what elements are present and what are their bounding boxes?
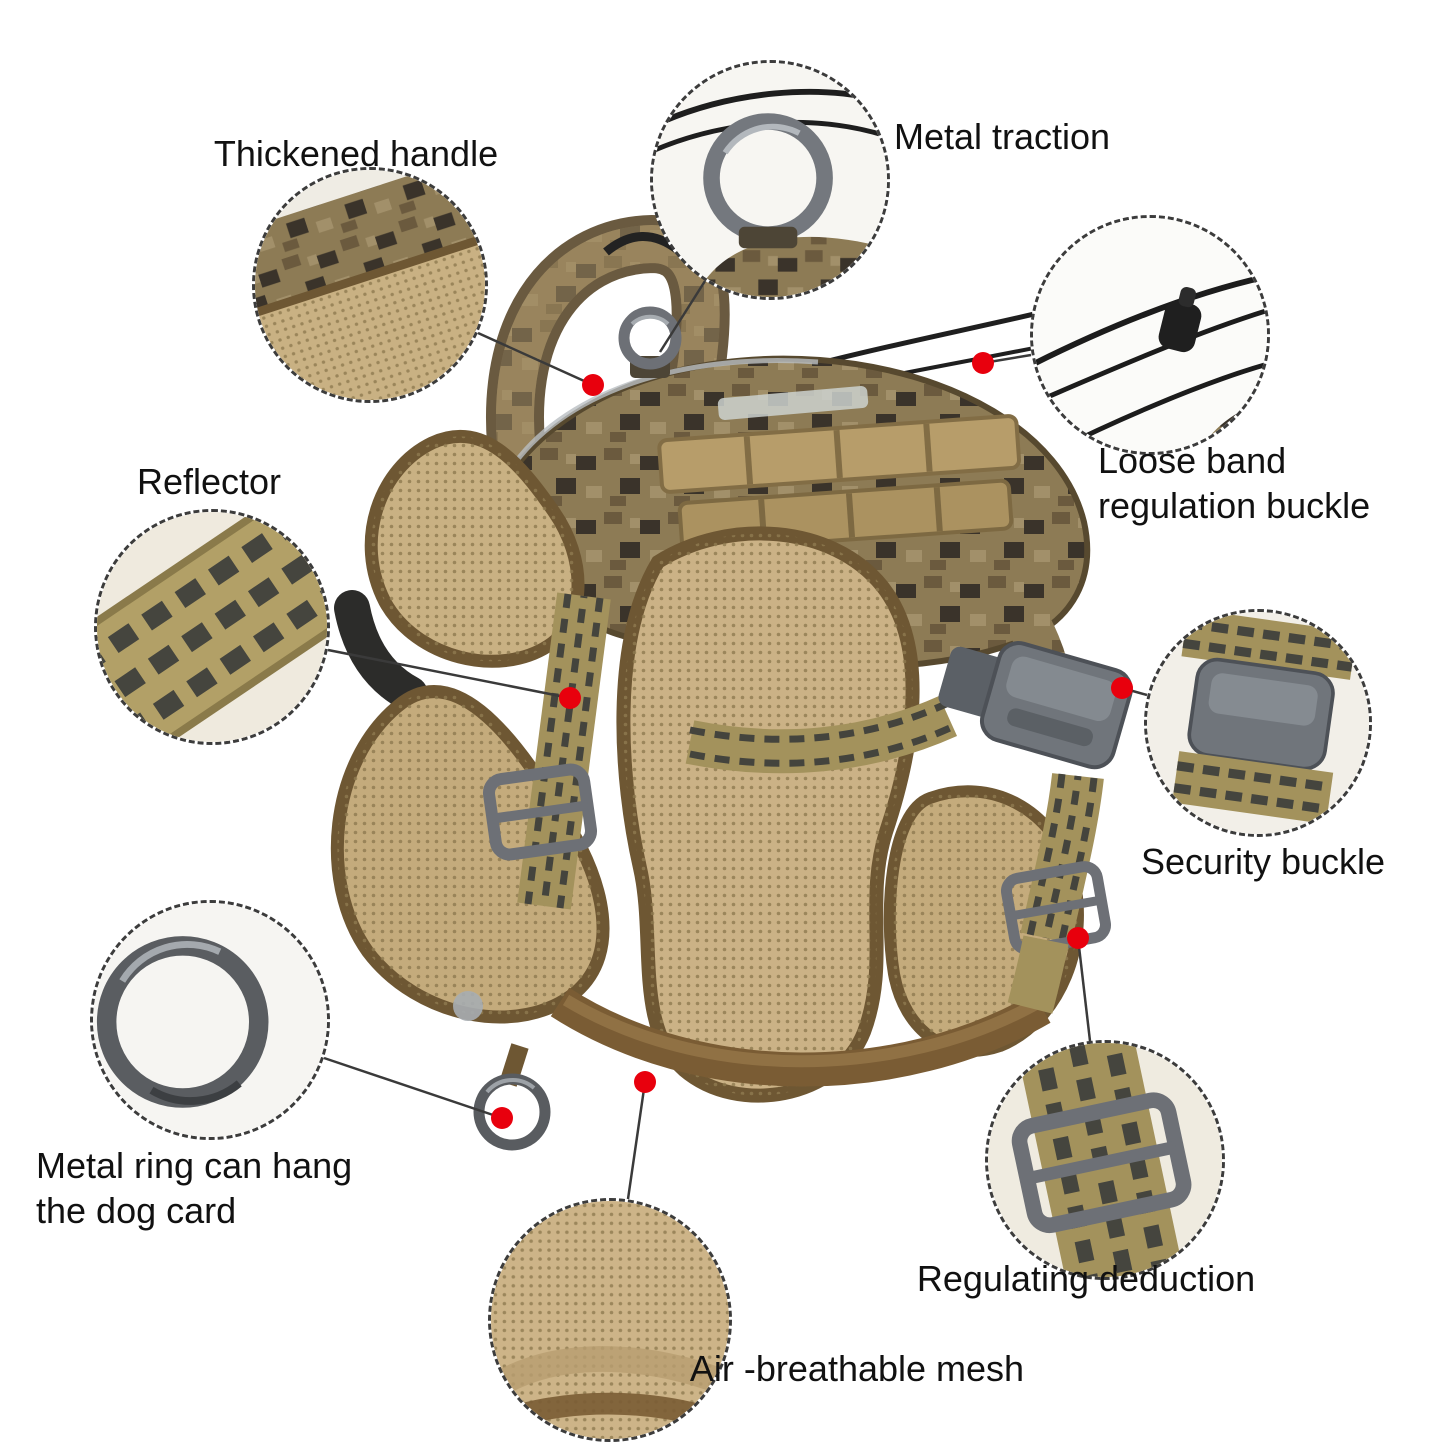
side-release-buckle-closeup-icon: [1147, 612, 1369, 834]
callout-regulating-deduction: [985, 1040, 1225, 1280]
callout-air-breathable-mesh: [488, 1198, 732, 1442]
line-reflector: [327, 648, 571, 700]
marker-dot-reflector: [559, 687, 581, 709]
metal-o-ring-closeup-icon: [93, 903, 327, 1137]
marker-dot-loose-band: [972, 352, 994, 374]
callout-reflector: [94, 509, 330, 745]
callout-metal-ring: [90, 900, 330, 1140]
callout-thickened-handle: [252, 167, 488, 403]
label-metal-ring: Metal ring can hang the dog card: [36, 1145, 353, 1231]
padded-handle-closeup-icon: [255, 170, 485, 400]
label-regulating-deduction: Regulating deduction: [916, 1258, 1256, 1299]
callout-security-buckle: [1144, 609, 1372, 837]
label-loose-band-buckle: Loose band regulation buckle: [1098, 440, 1371, 526]
line-metal-traction: [658, 280, 707, 353]
marker-dot-thickened-handle: [582, 374, 604, 396]
marker-dot-regulating: [1067, 927, 1089, 949]
marker-dot-air-mesh: [634, 1071, 656, 1093]
line-regulating: [1076, 937, 1092, 1042]
callout-metal-traction: [650, 60, 890, 300]
marker-dot-metal-ring: [491, 1107, 513, 1129]
line-metal-ring: [323, 1056, 503, 1120]
label-security-buckle: Security buckle: [1140, 841, 1386, 882]
label-air-breathable-mesh: Air -breathable mesh: [689, 1348, 1025, 1389]
marker-dot-security-buckle: [1111, 677, 1133, 699]
label-reflector: Reflector: [136, 461, 282, 502]
line-air-mesh: [626, 1081, 647, 1200]
mesh-fabric-closeup-icon: [491, 1201, 729, 1439]
label-thickened-handle: Thickened handle: [213, 133, 499, 174]
metal-d-ring-closeup-icon: [653, 63, 887, 297]
line-thickened-handle: [477, 331, 594, 387]
reflective-webbing-closeup-icon: [97, 512, 327, 742]
strap-slider-closeup-icon: [988, 1043, 1222, 1277]
elastic-cord-toggle-closeup-icon: [1033, 218, 1267, 452]
label-metal-traction: Metal traction: [893, 116, 1111, 157]
callout-loose-band-buckle: [1030, 215, 1270, 455]
